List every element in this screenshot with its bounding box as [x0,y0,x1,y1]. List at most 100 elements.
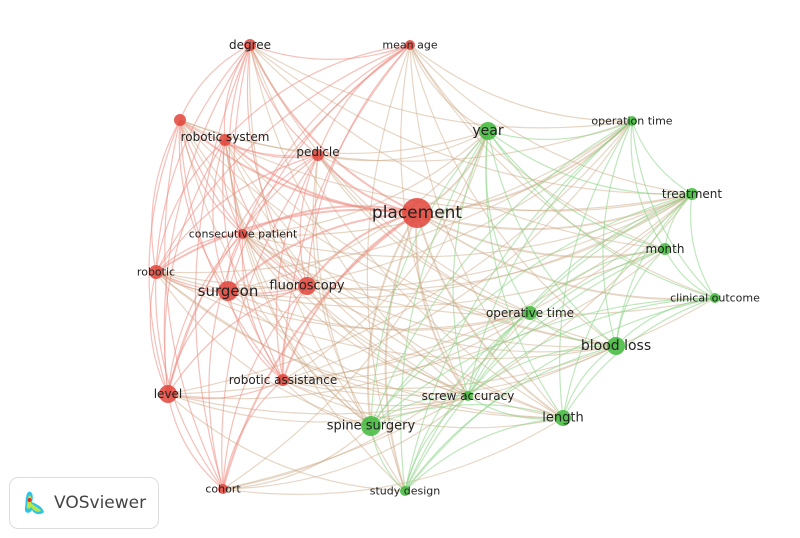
edge-blood-loss-study-design [404,345,617,492]
edge-mean-age-consecutive-patient [242,44,411,235]
vosviewer-logo-text: VOSviewer [54,493,147,513]
node-screw-accuracy[interactable] [463,391,473,401]
edge-fluoroscopy-level [167,285,308,395]
edge-pedicle-fluoroscopy [299,154,319,287]
edge-cohort-length [222,417,564,495]
node-mean-age[interactable] [405,40,415,50]
node-label-spine-surgery[interactable]: spine surgery [326,418,416,434]
node-clinical-outcome[interactable] [710,293,720,303]
edge-fluoroscopy-cohort [222,285,308,490]
node-fluoroscopy[interactable] [298,277,316,295]
edge-surgeon-operative-time [227,290,531,331]
edge-degree-operative-time [249,44,531,314]
edge-degree-screw-accuracy [249,44,469,397]
edge-cohort-spine-surgery [222,425,372,490]
node-label-month[interactable]: month [645,242,685,256]
edge-unlabeled-length [179,119,564,419]
node-robotic[interactable] [149,265,163,279]
edge-level-screw-accuracy [167,393,469,423]
node-label-treatment[interactable]: treatment [661,187,723,201]
node-label-cohort[interactable]: cohort [205,482,241,496]
edge-consecutive-patient-robotic [155,233,244,273]
edge-surgeon-year [227,130,489,292]
node-consecutive-patient[interactable] [238,229,248,239]
edge-robotic-system-robotic [155,139,226,273]
edge-placement-robotic [155,208,418,273]
edge-unlabeled-fluoroscopy [179,119,308,287]
edge-year-month [487,130,666,250]
node-label-robotic-system[interactable]: robotic system [180,130,270,144]
edge-degree-fluoroscopy [246,44,308,287]
edge-robotic-assistance-month [282,248,666,381]
node-unlabeled[interactable] [174,114,186,126]
edge-placement-treatment [416,193,693,231]
edge-mean-age-treatment [409,44,693,195]
edge-mean-age-robotic-system [224,44,411,141]
node-label-surgeon[interactable]: surgeon [197,282,259,300]
edge-mean-age-length [409,44,564,419]
node-operative-time[interactable] [523,306,537,320]
node-blood-loss[interactable] [607,337,625,355]
node-label-study-design[interactable]: study design [369,484,441,498]
node-layer [149,39,720,496]
node-degree[interactable] [244,39,256,51]
edge-blood-loss-screw-accuracy [467,345,617,397]
edge-year-study-design [400,130,489,492]
node-label-screw-accuracy[interactable]: screw accuracy [421,389,515,403]
edge-unlabeled-robotic [151,119,181,273]
node-operation-time[interactable] [627,116,637,126]
node-study-design[interactable] [400,486,410,496]
edge-pedicle-treatment [317,154,693,212]
edge-consecutive-patient-operative-time [242,233,531,316]
node-pedicle[interactable] [312,149,324,161]
edge-consecutive-patient-cohort [208,233,244,490]
edge-robotic-length [155,271,564,419]
edge-mean-age-robotic-assistance [282,44,411,381]
edge-length-study-design [404,417,564,492]
node-label-fluoroscopy[interactable]: fluoroscopy [269,278,345,294]
node-placement[interactable] [402,198,432,228]
node-month[interactable] [659,243,671,255]
node-level[interactable] [159,385,177,403]
node-label-robotic[interactable]: robotic [136,265,176,279]
edge-robotic-assistance-cohort [222,379,284,490]
edge-degree-placement [249,44,418,214]
node-label-placement[interactable]: placement [371,203,463,223]
edge-layer [148,44,716,495]
node-length[interactable] [555,410,571,426]
node-label-robotic-assistance[interactable]: robotic assistance [228,373,338,387]
node-label-level[interactable]: level [153,387,183,401]
node-label-consecutive-patient[interactable]: consecutive patient [188,227,298,241]
node-label-pedicle[interactable]: pedicle [296,145,340,159]
node-label-length[interactable]: length [542,410,584,426]
edge-screw-accuracy-spine-surgery [370,395,469,427]
edge-month-screw-accuracy [467,248,666,397]
node-cohort[interactable] [218,484,228,494]
edge-placement-consecutive-patient [242,205,418,235]
node-label-year[interactable]: year [472,123,504,139]
node-label-degree[interactable]: degree [228,38,272,52]
node-label-mean-age[interactable]: mean age [382,38,438,52]
node-surgeon[interactable] [218,281,238,301]
node-treatment[interactable] [686,188,698,200]
node-robotic-system[interactable] [219,134,231,146]
node-robotic-assistance[interactable] [277,374,289,386]
edge-surgeon-robotic-assistance [227,290,284,381]
edge-robotic-operation-time [155,120,633,274]
edge-degree-mean-age [249,44,411,60]
node-spine-surgery[interactable] [361,416,381,436]
node-label-clinical-outcome[interactable]: clinical outcome [670,291,760,305]
node-label-operation-time[interactable]: operation time [591,114,673,128]
edge-consecutive-patient-robotic-assistance [241,233,284,381]
node-label-blood-loss[interactable]: blood loss [580,338,652,354]
edge-year-screw-accuracy [452,130,489,397]
edge-month-blood-loss [615,248,666,347]
edge-mean-age-year [409,44,489,132]
node-year[interactable] [479,122,497,140]
node-label-operative-time[interactable]: operative time [485,306,575,320]
edge-pedicle-spine-surgery [312,154,372,427]
edge-degree-unlabeled [179,44,251,121]
edge-degree-spine-surgery [248,44,372,427]
